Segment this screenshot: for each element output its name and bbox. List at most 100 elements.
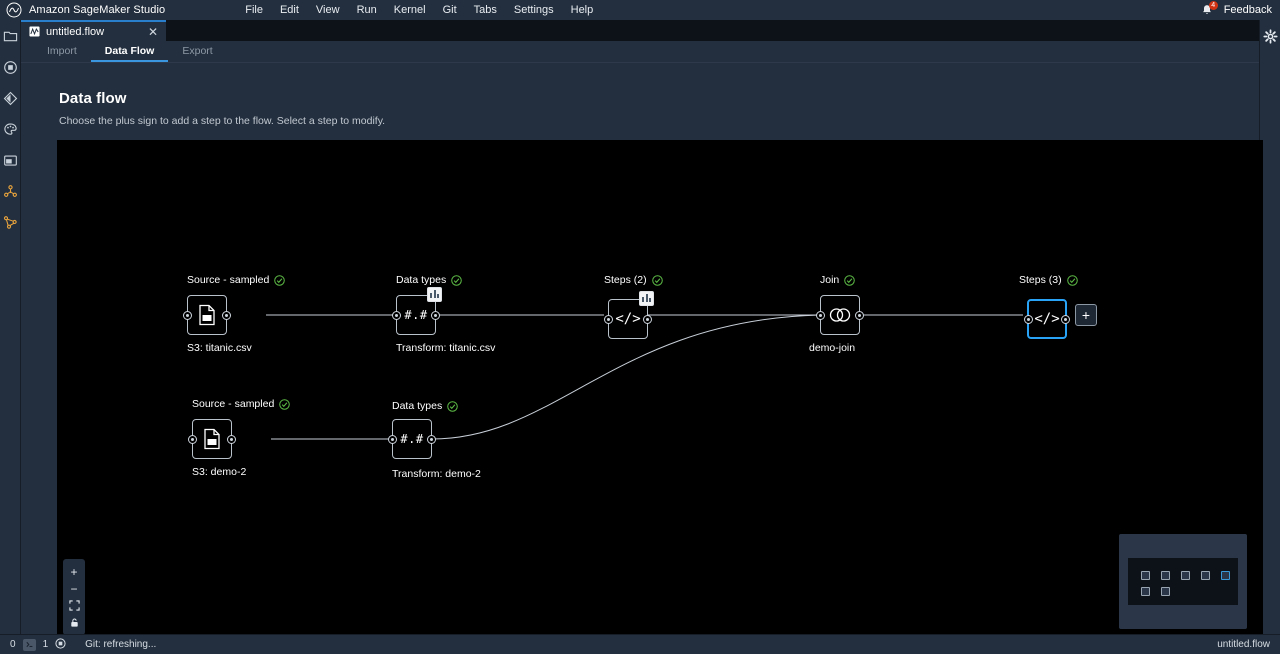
menu-file[interactable]: File: [245, 4, 263, 16]
input-port[interactable]: [188, 434, 197, 444]
input-port[interactable]: [1024, 314, 1033, 324]
tab-export[interactable]: Export: [182, 44, 213, 57]
data-flow-canvas[interactable]: Source - sampled S3: titanic.csv Data ty…: [57, 140, 1263, 645]
node-title-dtype1: Data types: [396, 274, 462, 286]
file-browser-icon[interactable]: [3, 29, 18, 44]
minimap-node: [1141, 587, 1150, 596]
feedback-link[interactable]: Feedback: [1223, 4, 1272, 16]
canvas-zoom-controls: + −: [63, 559, 85, 635]
page-subtitle: Choose the plus sign to add a step to th…: [59, 115, 386, 127]
flow-node-steps-2[interactable]: </>: [601, 291, 654, 339]
minimap-viewport[interactable]: [1128, 558, 1238, 605]
node-title-src2: Source - sampled: [192, 398, 291, 410]
tab-title: untitled.flow: [46, 25, 105, 38]
node-caption-src1: S3: titanic.csv: [187, 342, 252, 354]
zoom-out-button[interactable]: −: [63, 580, 85, 597]
node-title-join: Join: [820, 274, 856, 286]
pipelines-icon[interactable]: [3, 184, 18, 199]
terminal-icon[interactable]: [22, 638, 36, 651]
minimap-node-selected: [1221, 571, 1230, 580]
theme-palette-icon[interactable]: [3, 122, 18, 137]
status-count: 0: [10, 639, 16, 650]
flow-node-join[interactable]: [816, 295, 864, 335]
node-title-dtype2: Data types: [392, 400, 458, 412]
hash-icon: #.#: [404, 308, 428, 322]
node-caption-dtype1: Transform: titanic.csv: [396, 342, 496, 354]
menu-view[interactable]: View: [315, 4, 340, 16]
menu-run[interactable]: Run: [356, 4, 377, 16]
menu-bar-right: 4 Feedback: [1200, 0, 1272, 20]
node-title-src1: Source - sampled: [187, 274, 286, 286]
canvas-minimap[interactable]: [1119, 534, 1247, 629]
check-circle-icon: [1066, 274, 1078, 286]
main-panel: untitled.flow ✕ Import Data Flow Export …: [21, 20, 1263, 645]
add-step-button[interactable]: +: [1075, 304, 1097, 326]
minimap-node: [1201, 571, 1210, 580]
flow-node-steps-3[interactable]: </>: [1021, 293, 1070, 341]
minimap-node: [1161, 571, 1170, 580]
extensions-icon[interactable]: [3, 153, 18, 168]
flow-node-source-demo2[interactable]: [188, 419, 236, 459]
menu-kernel[interactable]: Kernel: [393, 4, 426, 16]
output-port[interactable]: [222, 310, 231, 320]
experiments-icon[interactable]: [3, 215, 18, 230]
node-insights-badge[interactable]: [639, 291, 654, 306]
zoom-in-button[interactable]: +: [63, 563, 85, 580]
edge-dtype2-join: [431, 314, 821, 440]
bell-icon: [1202, 5, 1211, 14]
gear-icon[interactable]: [1262, 29, 1278, 44]
status-file-name: untitled.flow: [1217, 639, 1270, 650]
check-circle-icon: [844, 274, 856, 286]
menu-git[interactable]: Git: [442, 4, 457, 16]
data-wrangler-flow-icon: [29, 26, 40, 37]
git-icon[interactable]: [3, 91, 18, 106]
input-port[interactable]: [392, 310, 401, 320]
app-title: Amazon SageMaker Studio: [29, 4, 166, 16]
menu-help[interactable]: Help: [570, 4, 594, 16]
left-activity-bar: [0, 20, 21, 654]
kernel-circle-icon[interactable]: [55, 637, 66, 652]
input-port[interactable]: [816, 310, 825, 320]
node-caption-dtype2: Transform: demo-2: [392, 468, 481, 480]
notifications-button[interactable]: 4: [1200, 1, 1218, 17]
node-insights-badge[interactable]: [427, 287, 442, 302]
close-icon[interactable]: ✕: [147, 24, 158, 39]
node-title-steps2: Steps (2): [604, 274, 663, 286]
flow-node-datatypes-titanic[interactable]: #.#: [392, 287, 442, 335]
output-port[interactable]: [227, 434, 236, 444]
output-port[interactable]: [1061, 314, 1070, 324]
code-icon: </>: [615, 311, 641, 327]
notification-badge: 4: [1208, 1, 1218, 10]
tab-data-flow[interactable]: Data Flow: [90, 41, 169, 62]
node-title-steps3: Steps (3): [1019, 274, 1078, 286]
tab-import[interactable]: Import: [47, 44, 77, 57]
hash-icon: #.#: [400, 432, 424, 446]
lock-canvas-button[interactable]: [63, 614, 85, 631]
node-caption-src2: S3: demo-2: [192, 466, 247, 478]
output-port[interactable]: [431, 310, 440, 320]
check-circle-icon: [274, 274, 286, 286]
check-circle-icon: [279, 398, 291, 410]
menu-settings[interactable]: Settings: [513, 4, 554, 16]
page-title: Data flow: [59, 90, 127, 107]
menu-edit[interactable]: Edit: [279, 4, 299, 16]
sagemaker-logo-icon: [6, 2, 22, 18]
running-terminals-icon[interactable]: [3, 60, 18, 75]
panel-header: Data flow Choose the plus sign to add a …: [59, 90, 385, 127]
menu-items: File Edit View Run Kernel Git Tabs Setti…: [245, 4, 593, 16]
input-port[interactable]: [388, 434, 397, 444]
flow-node-source-titanic[interactable]: [183, 295, 231, 335]
flow-node-datatypes-demo2[interactable]: #.#: [388, 419, 436, 459]
check-circle-icon: [651, 274, 663, 286]
output-port[interactable]: [427, 434, 436, 444]
document-tab-untitled-flow[interactable]: untitled.flow ✕: [21, 20, 166, 41]
input-port[interactable]: [183, 310, 192, 320]
input-port[interactable]: [604, 314, 613, 324]
node-caption-join: demo-join: [809, 342, 856, 354]
check-circle-icon: [447, 400, 458, 412]
menu-tabs[interactable]: Tabs: [473, 4, 497, 16]
output-port[interactable]: [855, 310, 864, 320]
fit-to-screen-button[interactable]: [63, 597, 85, 614]
output-port[interactable]: [643, 314, 652, 324]
